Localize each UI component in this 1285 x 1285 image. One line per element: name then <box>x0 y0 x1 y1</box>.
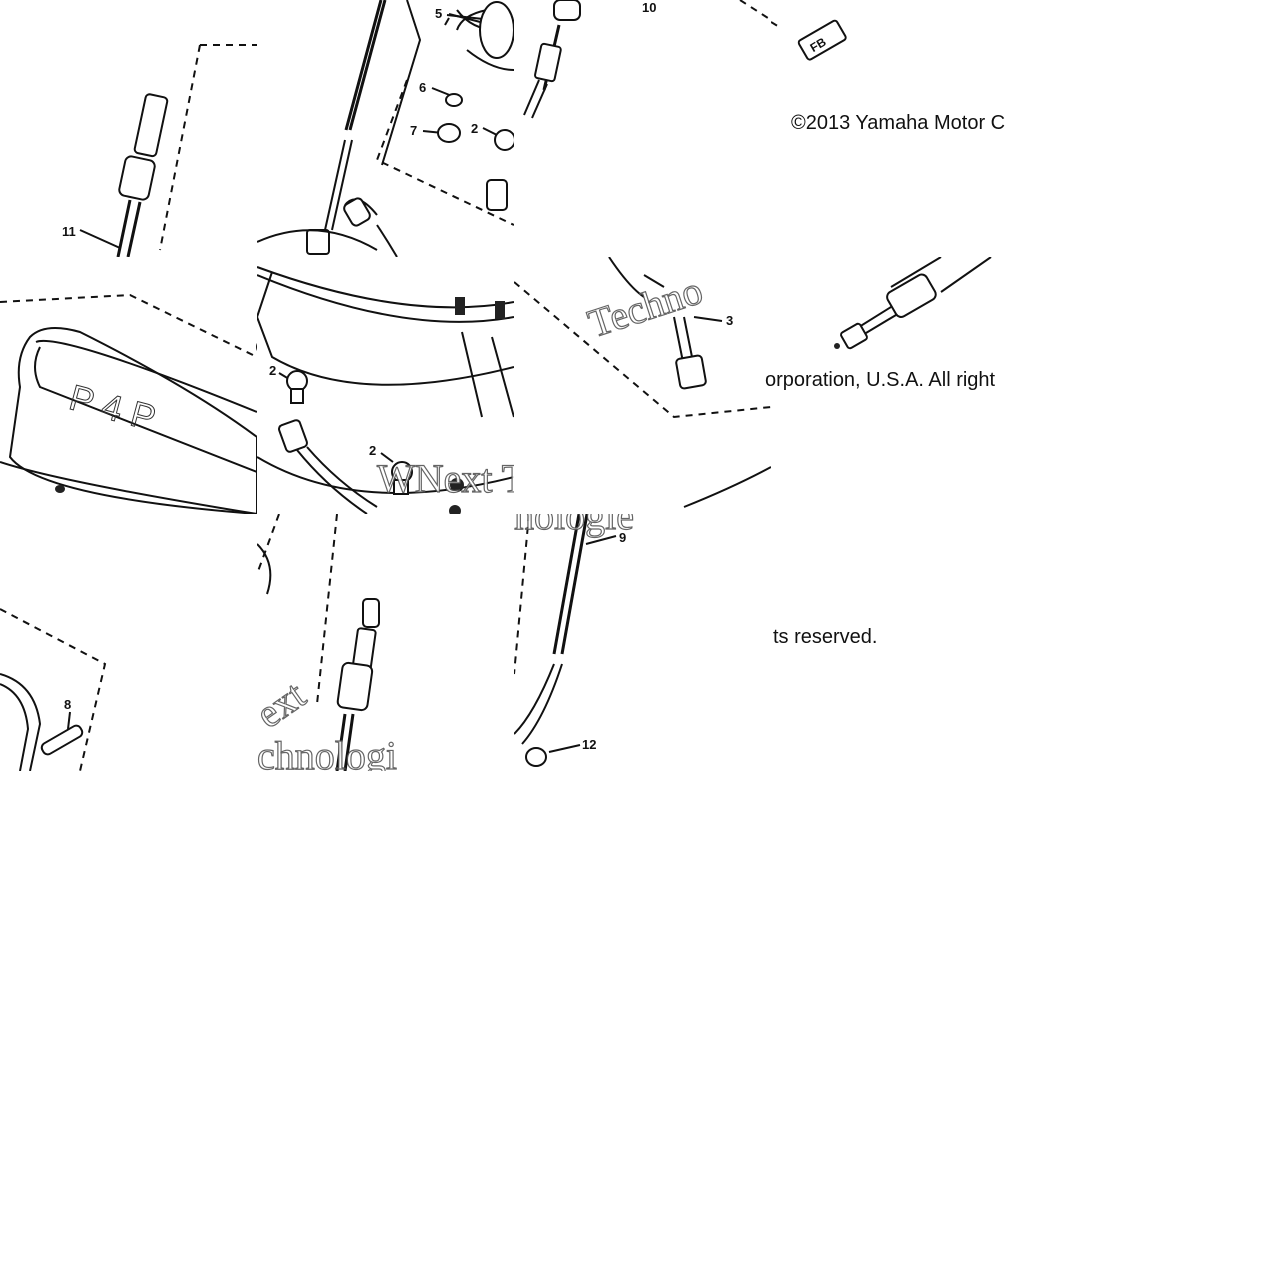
callout-10: 10 <box>642 0 656 15</box>
callout-2-left: 2 <box>269 363 276 378</box>
diagram-tile-housing-center: 2 2 WNext Te <box>257 257 514 514</box>
copyright-line-1: ©2013 Yamaha Motor C <box>791 112 1006 134</box>
diagram-tile-housing-left: P 4 P <box>0 257 257 514</box>
watermark-1: WNext Te <box>377 456 514 501</box>
diagram-tile-cable-bottom: ext chnologi <box>257 514 514 771</box>
diagram-tile-lower-cable: 9 12 nologie <box>514 514 771 771</box>
watermark-2: Techno <box>582 267 707 346</box>
diagram-tile-cable-11: 11 <box>0 0 257 257</box>
copyright-line-3: ts reserved. <box>773 626 878 648</box>
callout-2-bottom: 2 <box>369 443 376 458</box>
copyright-line-2: orporation, U.S.A. All right <box>765 369 996 391</box>
callout-8: 8 <box>64 697 71 712</box>
callout-2-top: 2 <box>471 121 478 136</box>
callout-5: 5 <box>435 6 442 21</box>
callout-7: 7 <box>410 123 417 138</box>
diagram-tile-cable-end <box>771 257 1028 514</box>
diagram-tile-cable-5: 5 6 7 2 <box>257 0 514 257</box>
callout-3: 3 <box>726 313 733 328</box>
callout-9: 9 <box>619 530 626 545</box>
diagram-tile-tag: FB <box>771 0 1028 257</box>
diagram-tile-sensor: 3 Techno <box>514 257 771 514</box>
diagram-tile-top-right: 10 <box>514 0 771 257</box>
callout-6: 6 <box>419 80 426 95</box>
diagram-tile-housing-bottom: 8 <box>0 514 257 771</box>
watermark-3: chnologi <box>257 733 397 771</box>
callout-11: 11 <box>62 224 76 239</box>
callout-12: 12 <box>582 737 596 752</box>
watermark-5: nologie <box>514 514 634 538</box>
watermark-4: ext <box>257 672 313 737</box>
